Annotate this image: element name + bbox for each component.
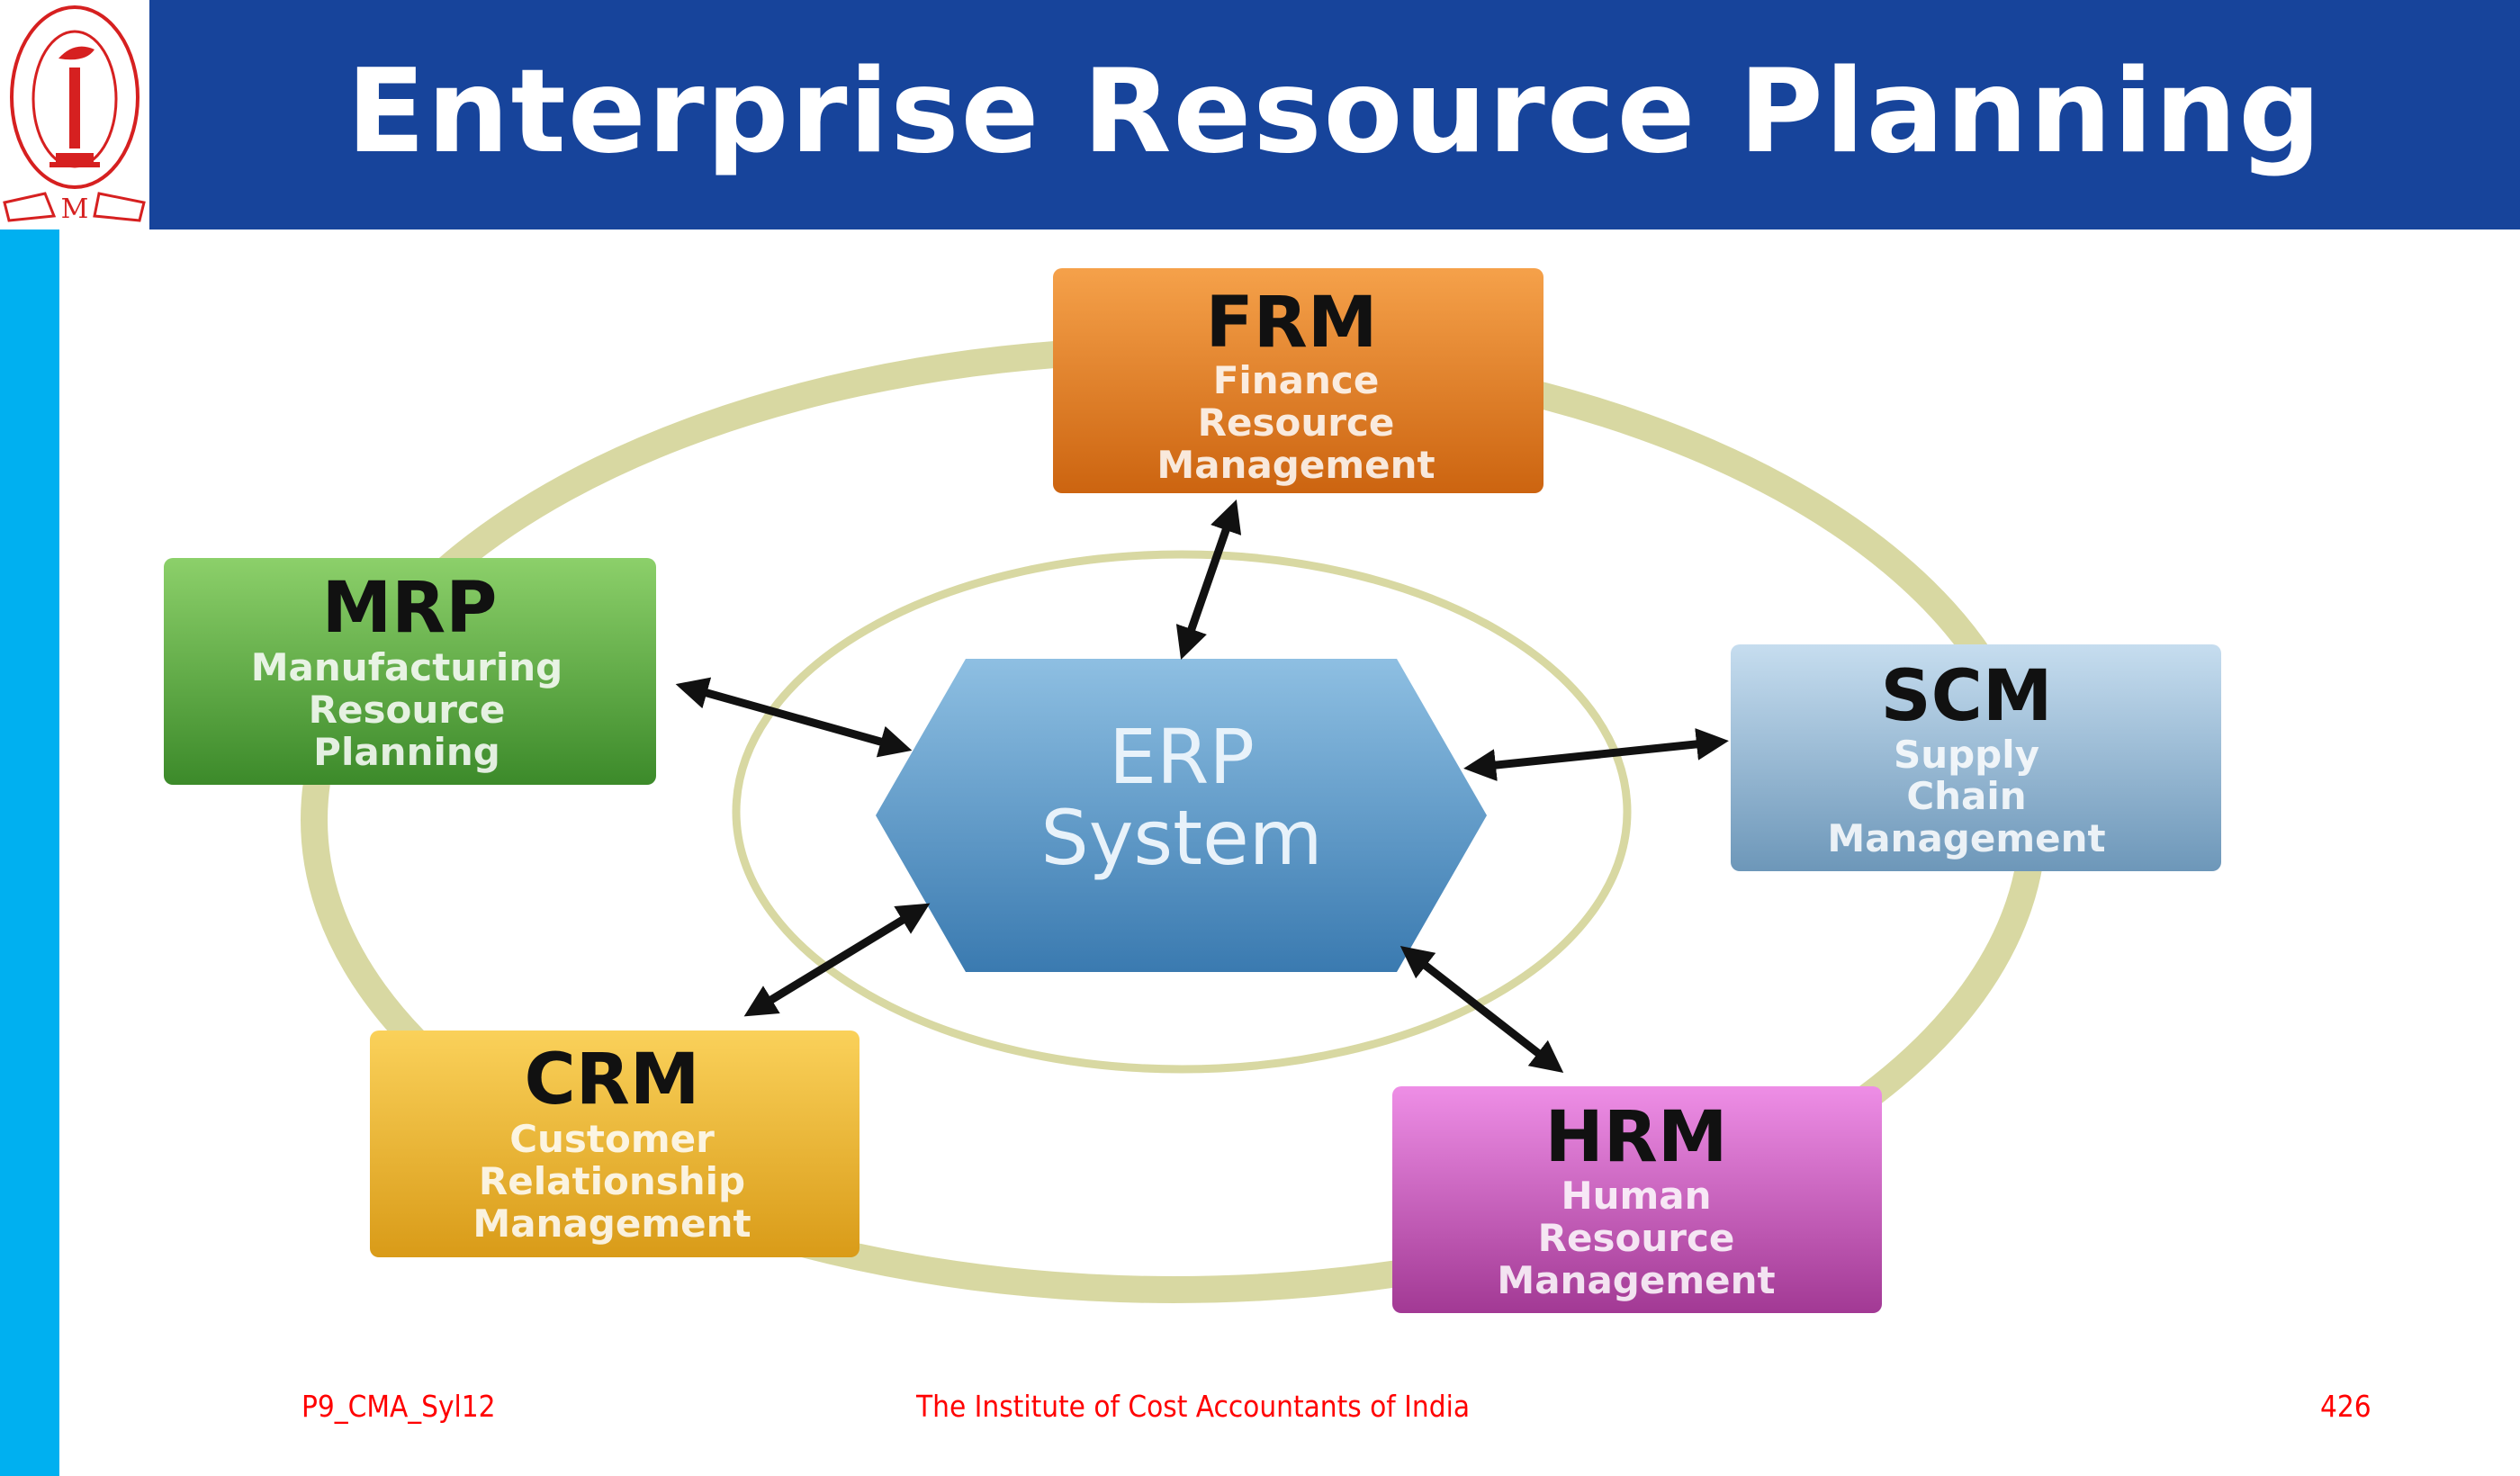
svg-text:Resource: Resource	[309, 688, 506, 732]
footer-institute: The Institute of Cost Accountants of Ind…	[916, 1389, 1471, 1424]
arrow-hrm	[1400, 945, 1564, 1074]
module-crm: CRM Customer Relationship Management	[370, 1030, 860, 1257]
left-accent-strip	[0, 230, 59, 1476]
footer-page-number: 426	[2320, 1389, 2372, 1424]
svg-text:Resource: Resource	[1198, 400, 1395, 445]
svg-text:Management: Management	[1497, 1258, 1775, 1302]
module-mrp: MRP Manufacturing Resource Planning	[164, 558, 656, 785]
svg-text:Management: Management	[1156, 443, 1435, 487]
institute-logo: M	[0, 0, 149, 230]
svg-text:Management: Management	[472, 1202, 751, 1246]
svg-text:M: M	[61, 194, 89, 225]
svg-text:FRM: FRM	[1206, 283, 1378, 364]
system-label: System	[1040, 794, 1322, 882]
arrow-crm	[743, 903, 931, 1017]
slide-title: Enterprise Resource Planning	[346, 45, 2323, 179]
arrow-scm	[1463, 727, 1729, 782]
svg-text:Customer: Customer	[509, 1117, 715, 1161]
arrow-frm	[1175, 499, 1242, 661]
title-bar: Enterprise Resource Planning	[149, 0, 2520, 230]
footer-course-code: P9_CMA_Syl12	[302, 1389, 496, 1424]
svg-text:Relationship: Relationship	[479, 1159, 745, 1203]
svg-text:Chain: Chain	[1906, 774, 2026, 818]
erp-label: ERP	[1109, 713, 1255, 801]
svg-text:Human: Human	[1561, 1174, 1711, 1218]
svg-text:Resource: Resource	[1538, 1216, 1735, 1260]
module-hrm: HRM Human Resource Management	[1392, 1086, 1882, 1313]
svg-text:Finance: Finance	[1213, 358, 1380, 402]
svg-text:SCM: SCM	[1880, 656, 2052, 737]
svg-text:Planning: Planning	[313, 730, 500, 774]
module-scm: SCM Supply Chain Management	[1731, 644, 2221, 871]
module-frm: FRM Finance Resource Management	[1053, 268, 1544, 493]
arrow-mrp	[675, 677, 913, 758]
svg-text:HRM: HRM	[1545, 1097, 1728, 1178]
svg-text:Manufacturing: Manufacturing	[251, 645, 563, 689]
svg-text:MRP: MRP	[322, 568, 498, 649]
erp-hexagon	[876, 659, 1487, 972]
svg-text:CRM: CRM	[525, 1040, 700, 1120]
svg-text:Management: Management	[1827, 816, 2105, 860]
svg-text:Supply: Supply	[1894, 733, 2039, 777]
